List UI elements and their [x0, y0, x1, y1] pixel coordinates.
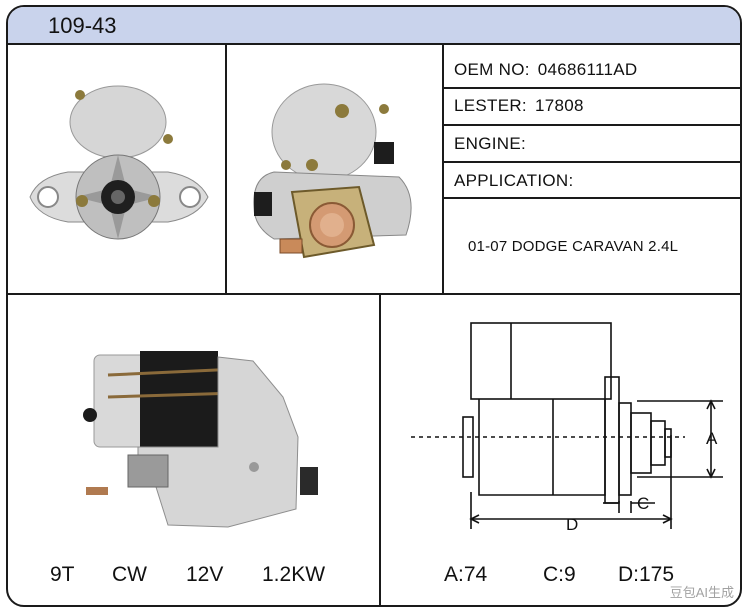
- application-label: APPLICATION:: [454, 171, 574, 190]
- lester-label: LESTER:: [454, 96, 527, 115]
- lester-row: LESTER: 17808: [454, 96, 584, 116]
- engine-row: ENGINE:: [454, 134, 534, 154]
- dim-c-label: C: [637, 494, 649, 513]
- header-bar: 109-43: [8, 7, 740, 45]
- spec-teeth: 9T: [50, 563, 75, 586]
- dim-d-value: D:175: [618, 563, 675, 586]
- product-card: 109-43 OEM NO: 04686111AD LESTER: 17808 EN…: [6, 5, 742, 607]
- divider-top-1: [225, 45, 227, 293]
- oem-label: OEM NO:: [454, 60, 530, 79]
- starter-front-view-image: [29, 85, 209, 240]
- dimension-drawing: A C D: [411, 322, 723, 534]
- spec-power: 1.2KW: [262, 563, 326, 586]
- application-row: APPLICATION:: [454, 171, 573, 191]
- watermark-text: 豆包AI生成: [669, 585, 734, 600]
- info-divider-4: [442, 197, 740, 199]
- info-divider-2: [442, 124, 740, 126]
- dim-c-value: C:9: [543, 563, 576, 586]
- spec-rotation: CW: [112, 563, 147, 586]
- info-divider-1: [442, 87, 740, 89]
- spec-voltage: 12V: [186, 563, 224, 586]
- info-divider-3: [442, 161, 740, 163]
- oem-row: OEM NO: 04686111AD: [454, 60, 638, 80]
- engine-label: ENGINE:: [454, 134, 527, 153]
- divider-middle: [8, 293, 740, 295]
- starter-side-view-image: [83, 351, 318, 528]
- dim-a-value: A:74: [444, 563, 488, 586]
- oem-value: 04686111AD: [537, 60, 638, 79]
- dim-d-label: D: [566, 515, 578, 534]
- dim-a-label: A: [706, 429, 718, 448]
- lester-value: 17808: [534, 96, 584, 115]
- starter-rear-view-image: [253, 83, 412, 259]
- part-number-title: 109-43: [48, 13, 117, 38]
- application-value: 01-07 DODGE CARAVAN 2.4L: [468, 238, 679, 255]
- divider-top-2: [442, 45, 444, 293]
- divider-bottom: [379, 295, 381, 605]
